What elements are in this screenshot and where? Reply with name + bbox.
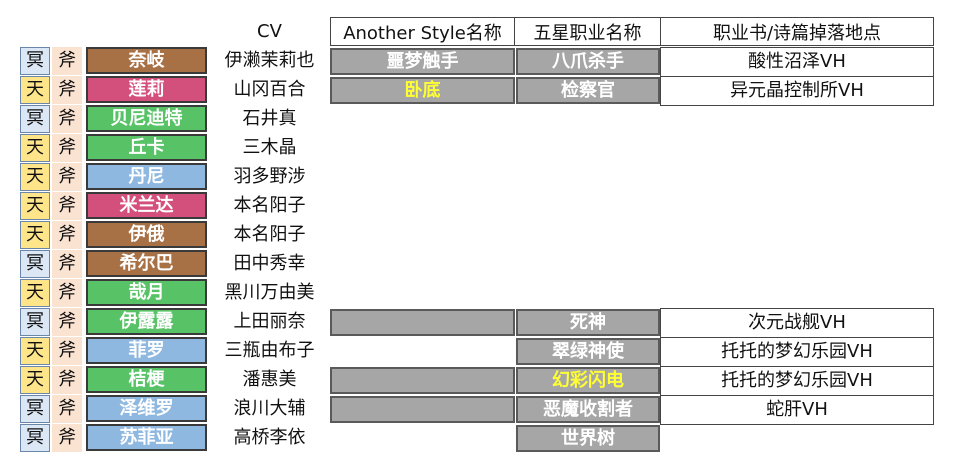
five-star-class-name: 世界树 [516, 425, 660, 452]
weapon-type: 斧 [52, 105, 82, 133]
drop-location: 托托的梦幻乐园VH [660, 337, 934, 367]
weapon-type: 斧 [52, 366, 82, 394]
voice-actor: 伊濑茉莉也 [224, 50, 315, 71]
element-badge: 天 [20, 366, 50, 394]
element-badge: 冥 [20, 395, 50, 423]
character-name: 贝尼迪特 [86, 105, 207, 132]
element-badge: 冥 [20, 250, 50, 278]
voice-actor: 羽多野涉 [233, 166, 306, 187]
weapon-type: 斧 [52, 424, 82, 452]
voice-actor: 高桥李依 [233, 427, 306, 448]
element-badge: 天 [20, 221, 50, 249]
five-star-class-name: 翠绿神使 [516, 338, 660, 365]
element-badge: 天 [20, 134, 50, 162]
character-name: 米兰达 [86, 192, 207, 219]
weapon-type: 斧 [52, 47, 82, 75]
another-style-name [330, 309, 515, 336]
voice-actor: 上田丽奈 [233, 311, 306, 332]
header-cv: CV [257, 21, 282, 42]
character-name: 泽维罗 [86, 395, 207, 422]
drop-location: 托托的梦幻乐园VH [660, 366, 934, 396]
element-badge: 冥 [20, 47, 50, 75]
voice-actor: 山冈百合 [233, 79, 306, 100]
element-badge: 冥 [20, 424, 50, 452]
weapon-type: 斧 [52, 250, 82, 278]
character-name: 苏菲亚 [86, 424, 207, 451]
five-star-class-name: 八爪杀手 [516, 48, 660, 75]
drop-location: 异元晶控制所VH [660, 76, 934, 106]
weapon-type: 斧 [52, 337, 82, 365]
voice-actor: 田中秀幸 [233, 253, 306, 274]
header-drop-location: 职业书/诗篇掉落地点 [660, 17, 934, 46]
voice-actor: 本名阳子 [233, 224, 306, 245]
weapon-type: 斧 [52, 308, 82, 336]
element-badge: 天 [20, 76, 50, 104]
element-badge: 天 [20, 163, 50, 191]
header-another-style: Another Style名称 [330, 17, 515, 46]
character-name: 丹尼 [86, 163, 207, 190]
five-star-class-name: 死神 [516, 309, 660, 336]
drop-location: 次元战舰VH [660, 308, 934, 338]
voice-actor: 黑川万由美 [224, 282, 315, 303]
voice-actor: 三木晶 [242, 137, 297, 158]
character-name: 丘卡 [86, 134, 207, 161]
voice-actor: 三瓶由布子 [224, 340, 315, 361]
another-style-name [330, 367, 515, 394]
character-name: 莲莉 [86, 76, 207, 103]
another-style-name: 噩梦触手 [330, 48, 515, 75]
another-style-name [330, 396, 515, 423]
character-name: 伊俄 [86, 221, 207, 248]
voice-actor: 浪川大辅 [233, 398, 306, 419]
element-badge: 冥 [20, 308, 50, 336]
weapon-type: 斧 [52, 192, 82, 220]
five-star-class-name: 幻彩闪电 [516, 367, 660, 394]
five-star-class-name: 恶魔收割者 [516, 396, 660, 423]
character-name: 奈岐 [86, 47, 207, 74]
character-name: 哉月 [86, 279, 207, 306]
voice-actor: 本名阳子 [233, 195, 306, 216]
character-name: 希尔巴 [86, 250, 207, 277]
drop-location: 蛇肝VH [660, 395, 934, 425]
weapon-type: 斧 [52, 134, 82, 162]
drop-location: 酸性沼泽VH [660, 47, 934, 77]
weapon-type: 斧 [52, 76, 82, 104]
voice-actor: 石井真 [242, 108, 297, 129]
header-five-star-class: 五星职业名称 [515, 17, 661, 46]
element-badge: 冥 [20, 105, 50, 133]
weapon-type: 斧 [52, 221, 82, 249]
voice-actor: 潘惠美 [242, 369, 297, 390]
element-badge: 天 [20, 279, 50, 307]
character-name: 桔梗 [86, 366, 207, 393]
five-star-class-name: 检察官 [516, 77, 660, 104]
weapon-type: 斧 [52, 395, 82, 423]
character-name: 菲罗 [86, 337, 207, 364]
element-badge: 天 [20, 192, 50, 220]
weapon-type: 斧 [52, 279, 82, 307]
character-name: 伊露露 [86, 308, 207, 335]
element-badge: 天 [20, 337, 50, 365]
another-style-name: 卧底 [330, 77, 515, 104]
weapon-type: 斧 [52, 163, 82, 191]
